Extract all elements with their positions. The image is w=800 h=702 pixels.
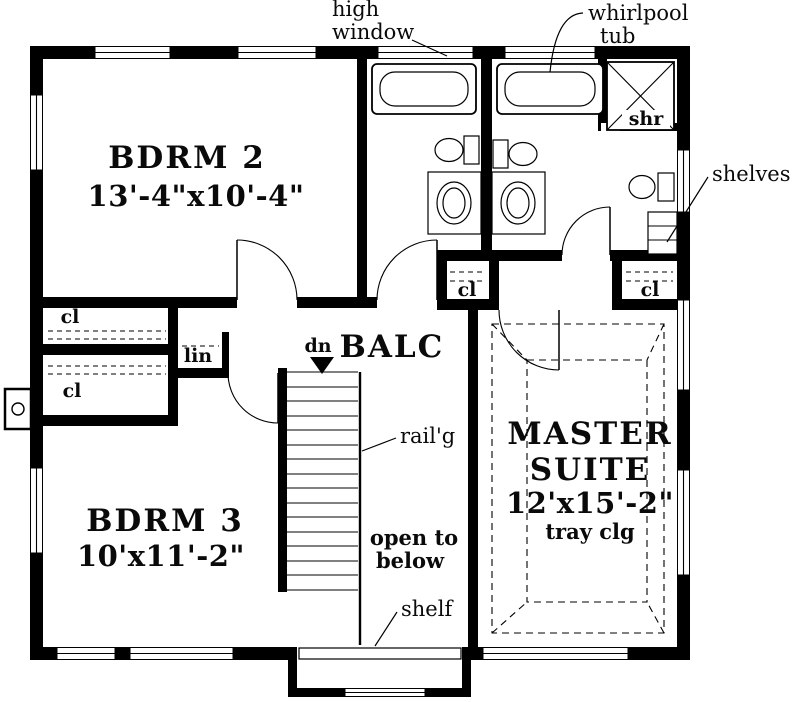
stair-dn-label: dn (304, 335, 331, 357)
toilet-room-door (561, 206, 611, 256)
bdrm2-label: BDRM 2 (108, 140, 266, 176)
toilet (492, 139, 538, 169)
bdrm2-door (236, 239, 298, 301)
down-arrow-icon (310, 357, 334, 374)
open-below-label-line2: below (376, 548, 445, 573)
railing-leader (361, 437, 397, 452)
bath-partition (357, 59, 367, 308)
closet-rod-dashes (48, 271, 673, 375)
flue-circle (11, 402, 25, 416)
shower-label: shr (629, 108, 665, 130)
whirlpool-label-line1: whirlpool (588, 1, 689, 25)
bathtub (371, 63, 477, 115)
whirlpool-leader (549, 12, 584, 73)
vanity-sink (491, 171, 546, 235)
bdrm3-label: BDRM 3 (86, 503, 244, 539)
shelves-leader (666, 176, 709, 243)
closet-stub-2 (489, 250, 499, 310)
high-window-label-line1: high (332, 0, 379, 21)
master-left-wall (468, 310, 478, 647)
closet-stub-3 (612, 250, 622, 310)
whirlpool-label-line2: tub (600, 24, 635, 48)
closet-divider-wall (43, 344, 178, 355)
staircase (287, 357, 362, 645)
door-arcs (227, 206, 611, 424)
shelf-label: shelf (401, 597, 454, 621)
bdrm3-door (227, 372, 279, 424)
linen-bottom-wall (170, 368, 229, 378)
bath-fixtures (371, 61, 678, 255)
master-top-wall-left (437, 299, 499, 310)
closet-column-wall (168, 297, 178, 426)
shower-label-bg (622, 110, 670, 129)
bay-shelf (298, 647, 462, 660)
railing-label: rail'g (400, 424, 455, 448)
closet-master-left-label: cl (458, 279, 477, 301)
linen-label: lin (184, 345, 212, 367)
master-top-wall-right (622, 299, 690, 310)
closet-bottom-wall (43, 415, 178, 426)
shower (606, 61, 675, 131)
master-label-line1: MASTER (507, 416, 672, 452)
balcony-label: BALC (340, 329, 445, 365)
master-door (498, 309, 560, 371)
tray-ceiling (491, 323, 665, 634)
closet-lower-left-label: cl (63, 380, 82, 402)
whirlpool-tub (496, 63, 604, 115)
toilet (434, 135, 480, 165)
bath-door (376, 239, 438, 301)
windows (30, 46, 690, 697)
shelf-leader (374, 611, 398, 647)
high-window-leader (411, 39, 448, 57)
closet-upper-left-label: cl (61, 306, 80, 328)
bdrm3-dims: 10'x11'-2" (77, 539, 245, 573)
shelves-label: shelves (712, 162, 791, 186)
closet-master-right-label: cl (641, 279, 660, 301)
labels: high window whirlpool tub shelves BDRM 2… (61, 0, 791, 621)
stair-bay-wall-right (462, 647, 471, 697)
high-window-label-line2: window (332, 20, 414, 44)
closet-stub-1 (437, 250, 447, 310)
master-dims: 12'x15'-2" (506, 486, 674, 520)
bdrm2-dims: 13'-4"x10'-4" (88, 179, 305, 213)
open-below-label-line1: open to (370, 525, 458, 550)
linen-side-wall (222, 332, 229, 376)
leader-lines (361, 12, 709, 647)
bath-mid-partition (481, 59, 492, 250)
master-label-line2: SUITE (530, 452, 651, 488)
tray-ceiling-label: tray clg (545, 519, 635, 544)
toilet (628, 172, 675, 202)
vanity-sink (427, 171, 482, 235)
chimney-bumpout (3, 387, 33, 431)
stair-bay-wall-left (288, 647, 297, 697)
stair-side-wall (278, 368, 287, 592)
